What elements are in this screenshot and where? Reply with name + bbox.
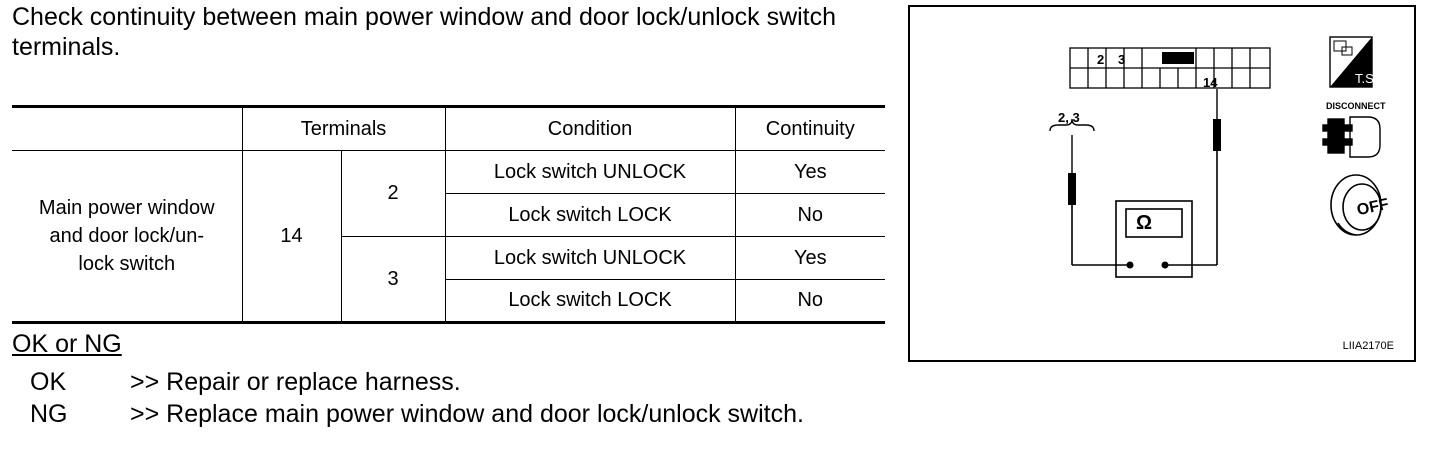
item-line: Main power window xyxy=(38,197,215,219)
header-terminals: Terminals xyxy=(241,106,446,151)
header-item xyxy=(12,106,243,151)
probe-label: 2, 3 xyxy=(1058,110,1080,125)
pin-label: 3 xyxy=(1118,52,1126,67)
continuity-table: Terminals Condition Continuity Main powe… xyxy=(12,105,886,324)
condition-cell: Lock switch LOCK xyxy=(444,193,736,237)
pin-label: 14 xyxy=(1203,75,1218,90)
figure-code: LIIA2170E xyxy=(1342,340,1394,352)
ignition-off-icon xyxy=(1330,174,1382,236)
ok-key: OK xyxy=(30,368,67,396)
continuity-cell: Yes xyxy=(734,150,886,194)
ok-text: >> Repair or replace harness. xyxy=(130,368,461,396)
terminal-b-cell: 3 xyxy=(340,236,446,323)
ts-label: T.S. xyxy=(1355,71,1378,86)
ohm-icon: Ω xyxy=(1136,212,1153,234)
disconnect-icon xyxy=(1322,116,1381,158)
ng-key: NG xyxy=(30,400,68,428)
continuity-cell: No xyxy=(734,193,886,237)
table-header-row: Terminals Condition Continuity xyxy=(12,106,886,151)
table-row: Lock switch LOCK No xyxy=(12,279,886,323)
wiring-diagram xyxy=(1049,36,1382,278)
ts-icon xyxy=(1329,36,1373,88)
pin-label: 2 xyxy=(1097,52,1105,67)
table-row: Main power window and door lock/un- lock… xyxy=(12,150,886,323)
condition-cell: Lock switch UNLOCK xyxy=(444,150,736,194)
condition-cell: Lock switch LOCK xyxy=(444,279,736,323)
table-row: Lock switch LOCK No xyxy=(12,193,886,237)
terminal-b-cell: 2 xyxy=(340,150,446,237)
ng-text: >> Replace main power window and door lo… xyxy=(130,400,804,428)
item-cell: Main power window and door lock/un- lock… xyxy=(12,150,243,323)
continuity-cell: No xyxy=(734,279,886,323)
disconnect-label: DISCONNECT xyxy=(1326,101,1386,111)
condition-cell: Lock switch UNLOCK xyxy=(444,236,736,280)
header-continuity: Continuity xyxy=(734,106,886,151)
intro-text: Check continuity between main power wind… xyxy=(12,3,837,61)
item-line: and door lock/un- xyxy=(49,225,205,247)
header-condition: Condition xyxy=(444,106,736,151)
item-line: lock switch xyxy=(78,253,176,275)
continuity-cell: Yes xyxy=(734,236,886,280)
wiring-figure: 2 3 14 2, 3 Ω T.S. DISCONNECT OFF LIIA21… xyxy=(908,5,1416,362)
connector-icon xyxy=(1069,47,1271,89)
okng-heading: OK or NG xyxy=(12,330,122,358)
terminal-a-cell: 14 xyxy=(241,150,342,323)
